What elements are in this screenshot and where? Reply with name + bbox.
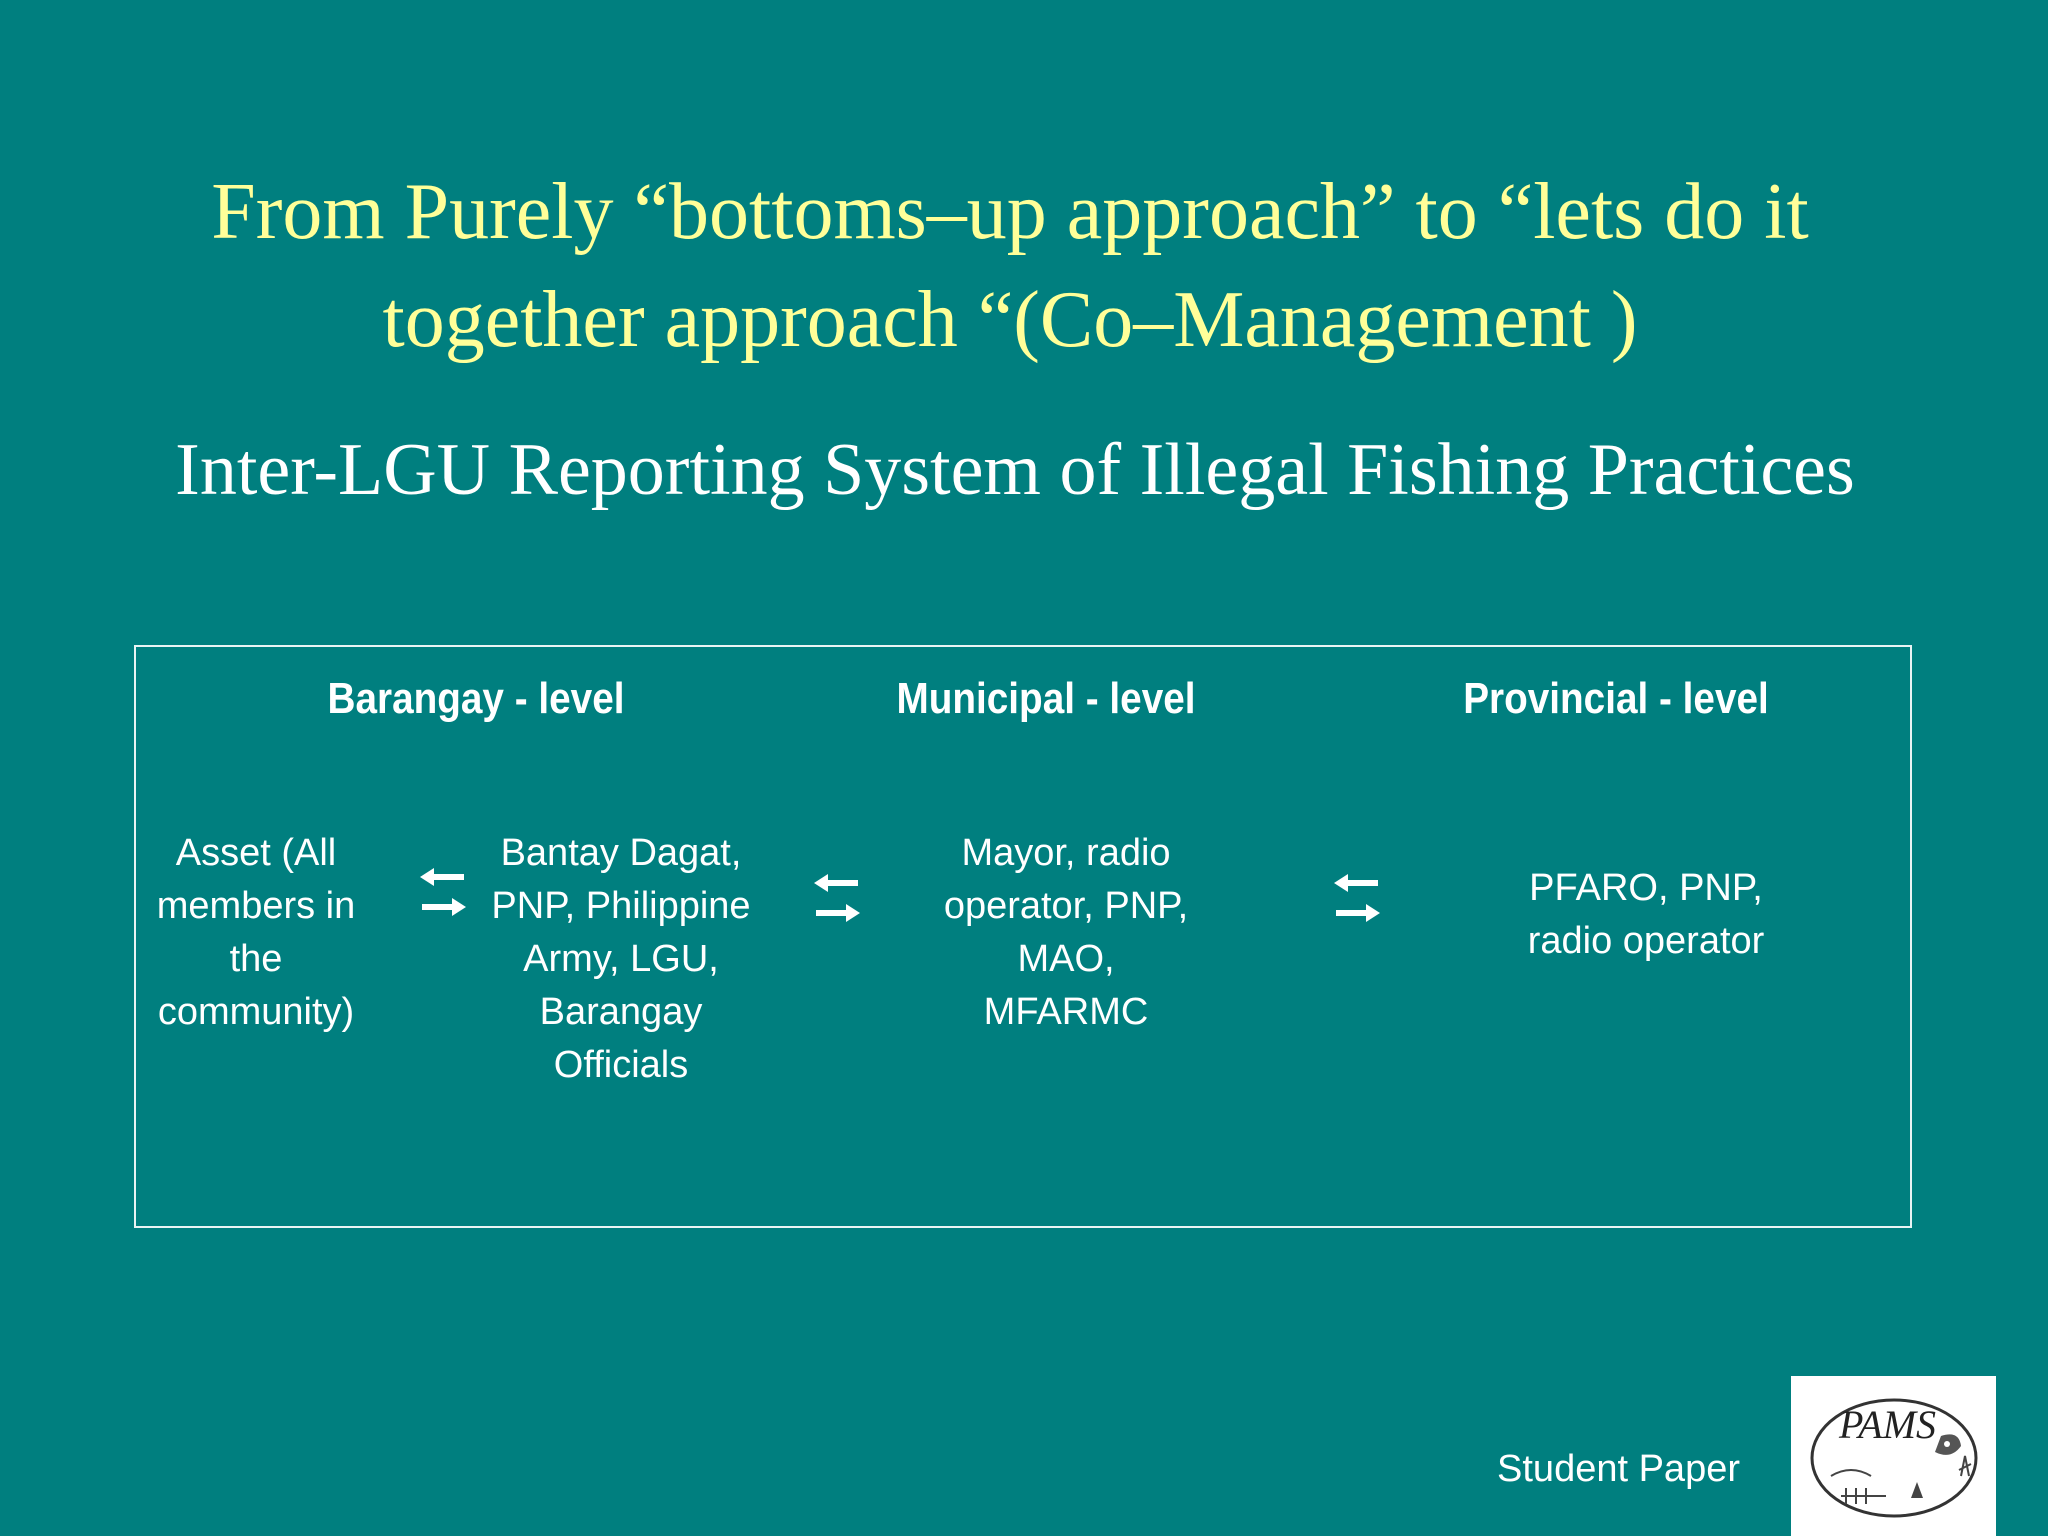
municipal-level-heading: Municipal - level [896,674,1196,723]
municipal-node: Mayor, radio operator, PNP, MAO, MFARMC [943,832,1189,1033]
bidirectional-arrows-icon [420,868,466,916]
slide-title: From Purely “bottoms–up approach” to “le… [211,168,1809,364]
bantay-dagat-node: Bantay Dagat, PNP, Philippine Army, LGU,… [491,832,751,1086]
provincial-level-heading: Provincial - level [1463,674,1769,723]
asset-node: Asset (All members in the community) [156,832,356,1033]
pams-logo-icon: PAMS [1810,1398,1978,1518]
bidirectional-arrows-icon [814,874,860,922]
provincial-node: PFARO, PNP, radio operator [1527,867,1765,962]
student-paper-label: Student Paper [1497,1448,1740,1490]
pams-logo-text: PAMS [1838,1402,1936,1447]
pams-logo: PAMS [1791,1376,1996,1536]
reporting-system-diagram: Barangay - level Municipal - level Provi… [134,645,1912,1228]
bidirectional-arrows-icon [1334,874,1380,922]
barangay-level-heading: Barangay - level [327,674,625,723]
slide-subtitle: Inter-LGU Reporting System of Illegal Fi… [175,429,1855,511]
